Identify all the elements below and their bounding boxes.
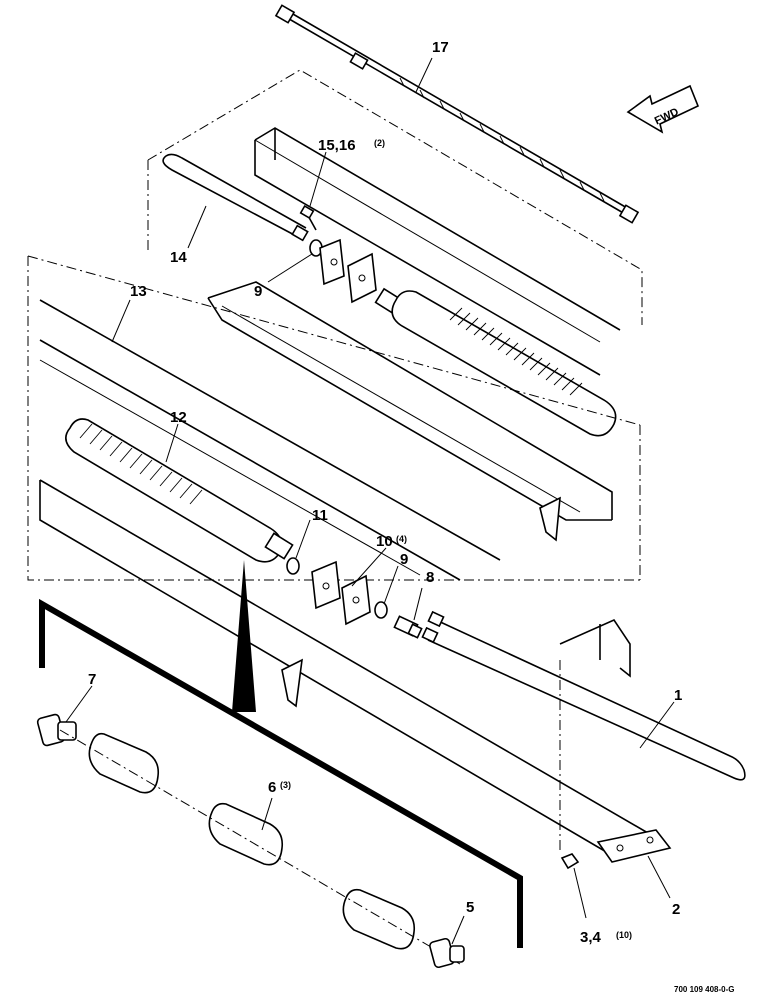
part-14-u-rod [162,153,309,242]
callout-9-lower: 9 [400,551,408,568]
upper-roller [374,287,617,437]
part-1-u-rod [421,610,746,781]
part-6-sleeves [59,729,461,965]
callout-9-upper: 9 [254,283,262,300]
part-3-4-nut [560,853,580,870]
callout-10-qty: (4) [396,534,407,544]
part-7-end-cap [36,713,77,747]
part-10-plates [311,560,371,626]
upper-bracket-plates [319,238,377,304]
detail-inset [39,560,523,948]
part-5-end-cap [429,937,465,969]
lower-panel-outline [27,256,640,581]
callout-13: 13 [130,283,147,300]
callout-7: 7 [88,671,96,688]
part-2-bracket [596,829,672,863]
part-12-roller [65,418,294,563]
callout-5: 5 [466,899,474,916]
callout-12: 12 [170,409,187,426]
callout-17: 17 [432,39,449,56]
upper-support-angle [207,281,613,542]
callout-10: 10 [376,533,393,550]
lower-support-angle [39,479,661,861]
callout-3-4-qty: (10) [616,930,632,940]
part-17-threaded-rod [274,4,640,224]
upper-channel [254,127,621,376]
callout-2: 2 [672,901,680,918]
callout-15-16-qty: (2) [374,138,385,148]
upper-panel-outline [147,69,643,325]
part-15-16-bolt [299,204,317,231]
callout-3-4: 3,4 [580,929,602,946]
lower-panel-top [27,255,641,426]
leader-lines [65,57,675,945]
callout-14: 14 [170,249,187,266]
forward-arrow-icon: FWD [626,84,700,134]
callout-8: 8 [426,569,434,586]
part-9-washer-lower [374,601,388,619]
callout-6-qty: (3) [280,780,291,790]
part-13-cover [39,299,501,581]
callout-15-16: 15,16 [318,137,356,154]
drawing-number: 700 109 408-0-G [674,985,735,994]
part-8-bolt [393,615,423,639]
part-11-washer [286,557,300,575]
callout-6: 6 [268,779,276,796]
callout-1: 1 [674,687,682,704]
callout-11: 11 [312,507,328,524]
